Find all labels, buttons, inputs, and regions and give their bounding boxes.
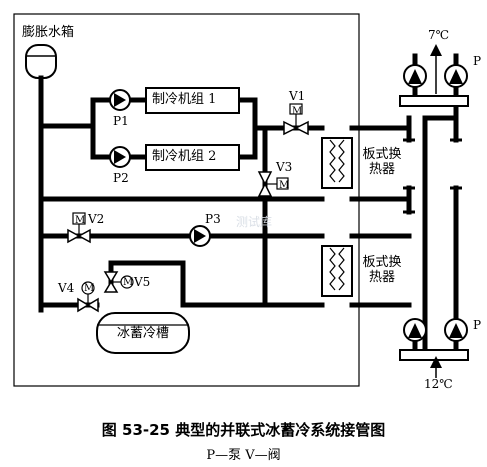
ice-storage-tank-icon — [96, 312, 190, 354]
return-temp-label: 12℃ — [424, 377, 453, 391]
return-manifold — [399, 349, 469, 361]
valve-v1-label: V1 — [289, 89, 306, 103]
pump-p2-icon — [109, 146, 131, 168]
pipe-break-markers — [403, 138, 462, 214]
supply-temp-label: 7℃ — [428, 28, 450, 42]
watermark: 测试库 — [236, 215, 273, 229]
heat-exchanger-top-icon — [321, 137, 353, 189]
chiller-1-label: 制冷机组 1 — [152, 92, 217, 107]
valve-v5-icon — [103, 271, 134, 293]
valve-v2-icon — [67, 212, 91, 244]
expansion-tank-symbol — [25, 44, 57, 79]
pump-top-right-icon — [444, 64, 468, 88]
chiller-1-box — [145, 87, 240, 114]
figure-legend: P—泵 V—阀 — [206, 448, 281, 463]
valve-v4-icon — [77, 281, 99, 313]
pipe-network — [38, 53, 459, 353]
motor-v2-label: M — [75, 215, 86, 226]
pump-p3-label: P3 — [205, 212, 221, 226]
pump-bottom-label: P — [473, 318, 482, 332]
ice-tank-label: 冰蓄冷槽 — [117, 326, 170, 341]
valve-v1-icon — [283, 103, 309, 136]
motor-v5-label: M — [123, 277, 134, 288]
valve-v2-label: V2 — [88, 212, 105, 226]
valve-v5-label: V5 — [134, 275, 151, 289]
supply-manifold — [399, 95, 469, 107]
pump-top-left-icon — [403, 64, 427, 88]
pump-p1-label: P1 — [113, 114, 129, 128]
pump-p2-label: P2 — [113, 171, 129, 185]
valve-v3-label: V3 — [276, 160, 293, 174]
expansion-tank-label: 膨胀水箱 — [22, 25, 75, 40]
figure-caption: 图 53-25 典型的并联式冰蓄冷系统接管图 — [101, 421, 386, 439]
motor-v4-label: M — [84, 283, 95, 294]
motor-v3-label: M — [279, 180, 290, 191]
chiller-2-box — [145, 144, 240, 171]
heat-exchanger-bottom-label: 板式换热器 — [362, 255, 402, 285]
heat-exchanger-top-label: 板式换热器 — [362, 147, 402, 177]
valve-v4-label: V4 — [58, 281, 75, 295]
heat-exchanger-bottom-icon — [321, 245, 353, 297]
pump-p3-icon — [189, 225, 211, 247]
valve-v3-icon — [257, 171, 289, 197]
pump-p1-icon — [109, 89, 131, 111]
chiller-2-label: 制冷机组 2 — [152, 149, 217, 164]
pump-bottom-right-icon — [444, 318, 468, 342]
pump-top-label: P — [473, 54, 482, 68]
motor-v1-label: M — [292, 106, 303, 117]
pump-bottom-left-icon — [403, 318, 427, 342]
